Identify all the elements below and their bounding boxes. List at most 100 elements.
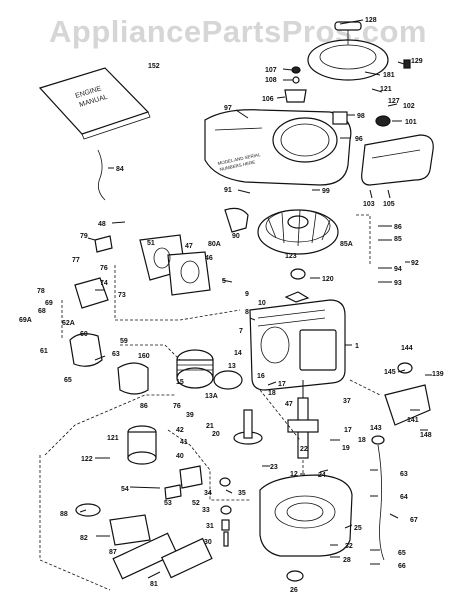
- callout-1: 1: [355, 343, 359, 350]
- callout-8: 8: [245, 309, 249, 316]
- callout-93: 93: [394, 280, 402, 287]
- spark-plug-wire: [97, 149, 106, 201]
- connecting-rod-end: [213, 370, 243, 390]
- callout-10: 10: [258, 300, 266, 307]
- air-cleaner-assembly: [75, 503, 213, 580]
- callout-21: 21: [206, 423, 214, 430]
- callout-63b: 63: [400, 471, 408, 478]
- callout-120: 120: [322, 276, 334, 283]
- callout-16: 16: [257, 373, 265, 380]
- callout-54: 54: [121, 486, 129, 493]
- callout-69a: 69A: [19, 317, 32, 324]
- dipstick-tube: [377, 444, 385, 561]
- leader-lines: [79, 19, 432, 579]
- callout-12: 12: [290, 471, 298, 478]
- callout-74: 74: [100, 280, 108, 287]
- callout-90: 90: [232, 233, 240, 240]
- callout-53: 53: [164, 500, 172, 507]
- callout-22: 22: [300, 446, 308, 453]
- callout-46: 46: [205, 255, 213, 262]
- flywheel-key-120: [290, 268, 306, 280]
- breather-cover: [179, 465, 203, 489]
- callout-77: 77: [72, 257, 80, 264]
- callout-81: 81: [150, 581, 158, 588]
- callout-91: 91: [224, 187, 232, 194]
- callout-62a: 62A: [62, 320, 75, 327]
- callout-82: 82: [80, 535, 88, 542]
- callout-92: 92: [411, 260, 419, 267]
- callout-105: 105: [383, 201, 395, 208]
- callout-102: 102: [403, 103, 415, 110]
- piston-assembly: [176, 349, 214, 389]
- callout-60: 60: [80, 331, 88, 338]
- callout-148: 148: [420, 432, 432, 439]
- callout-99: 99: [322, 188, 330, 195]
- callout-61: 61: [40, 348, 48, 355]
- callout-79: 79: [80, 233, 88, 240]
- callout-87: 87: [109, 549, 117, 556]
- callout-66: 66: [398, 563, 406, 570]
- callout-76: 76: [100, 265, 108, 272]
- callout-129: 129: [411, 58, 423, 65]
- callout-141: 141: [407, 417, 419, 424]
- callout-35: 35: [238, 490, 246, 497]
- callout-127: 127: [388, 98, 400, 105]
- callout-7: 7: [239, 328, 243, 335]
- callout-85a: 85A: [340, 241, 353, 248]
- engine-manual-book: ENGINE MANUAL: [38, 67, 151, 140]
- callout-181: 181: [383, 72, 395, 79]
- callout-144: 144: [401, 345, 413, 352]
- callout-52: 52: [192, 500, 200, 507]
- ignition-module: [224, 207, 249, 233]
- washer-5: [284, 291, 310, 303]
- callout-73: 73: [118, 292, 126, 299]
- callout-24: 24: [318, 472, 326, 479]
- callout-64: 64: [400, 494, 408, 501]
- callout-128: 128: [365, 17, 377, 24]
- callout-69: 69: [45, 300, 53, 307]
- callout-76b: 76: [173, 403, 181, 410]
- callout-65b: 65: [398, 550, 406, 557]
- seal-26: [286, 570, 304, 582]
- callout-13a: 13A: [205, 393, 218, 400]
- callout-48: 48: [98, 221, 106, 228]
- oil-filter: [127, 425, 157, 465]
- callout-26: 26: [290, 587, 298, 594]
- callout-39: 39: [186, 412, 194, 419]
- callout-17b: 17: [344, 427, 352, 434]
- dipstick-cap: [371, 435, 385, 445]
- callout-17: 17: [278, 381, 286, 388]
- callout-78: 78: [37, 288, 45, 295]
- callout-15: 15: [176, 379, 184, 386]
- callout-123: 123: [285, 253, 297, 260]
- callout-65: 65: [64, 377, 72, 384]
- rewind-starter: [307, 21, 389, 81]
- callout-88: 88: [60, 511, 68, 518]
- callout-160: 160: [138, 353, 150, 360]
- engine-block: [249, 299, 346, 391]
- governor-lever: [94, 235, 113, 253]
- callout-122: 122: [81, 456, 93, 463]
- bracket-129: [403, 59, 411, 69]
- callout-5: 5: [222, 278, 226, 285]
- washer-108: [292, 76, 300, 84]
- callout-145: 145: [384, 369, 396, 376]
- callout-86: 86: [394, 224, 402, 231]
- callout-42: 42: [176, 427, 184, 434]
- callout-143: 143: [370, 425, 382, 432]
- callout-41: 41: [180, 439, 188, 446]
- carburetor-body: [74, 277, 109, 309]
- callout-67: 67: [410, 517, 418, 524]
- callout-121b: 121: [107, 435, 119, 442]
- callout-121: 121: [380, 86, 392, 93]
- callout-107: 107: [265, 67, 277, 74]
- callout-108: 108: [265, 77, 277, 84]
- callout-80a: 80A: [208, 241, 221, 248]
- callout-14: 14: [234, 350, 242, 357]
- callout-numbers: 152 128 129 107 108 181 121 127 102 101 …: [19, 17, 444, 594]
- callout-97: 97: [224, 105, 232, 112]
- callout-96: 96: [355, 136, 363, 143]
- callout-18: 18: [268, 390, 276, 397]
- carburetor-intake: [139, 234, 211, 296]
